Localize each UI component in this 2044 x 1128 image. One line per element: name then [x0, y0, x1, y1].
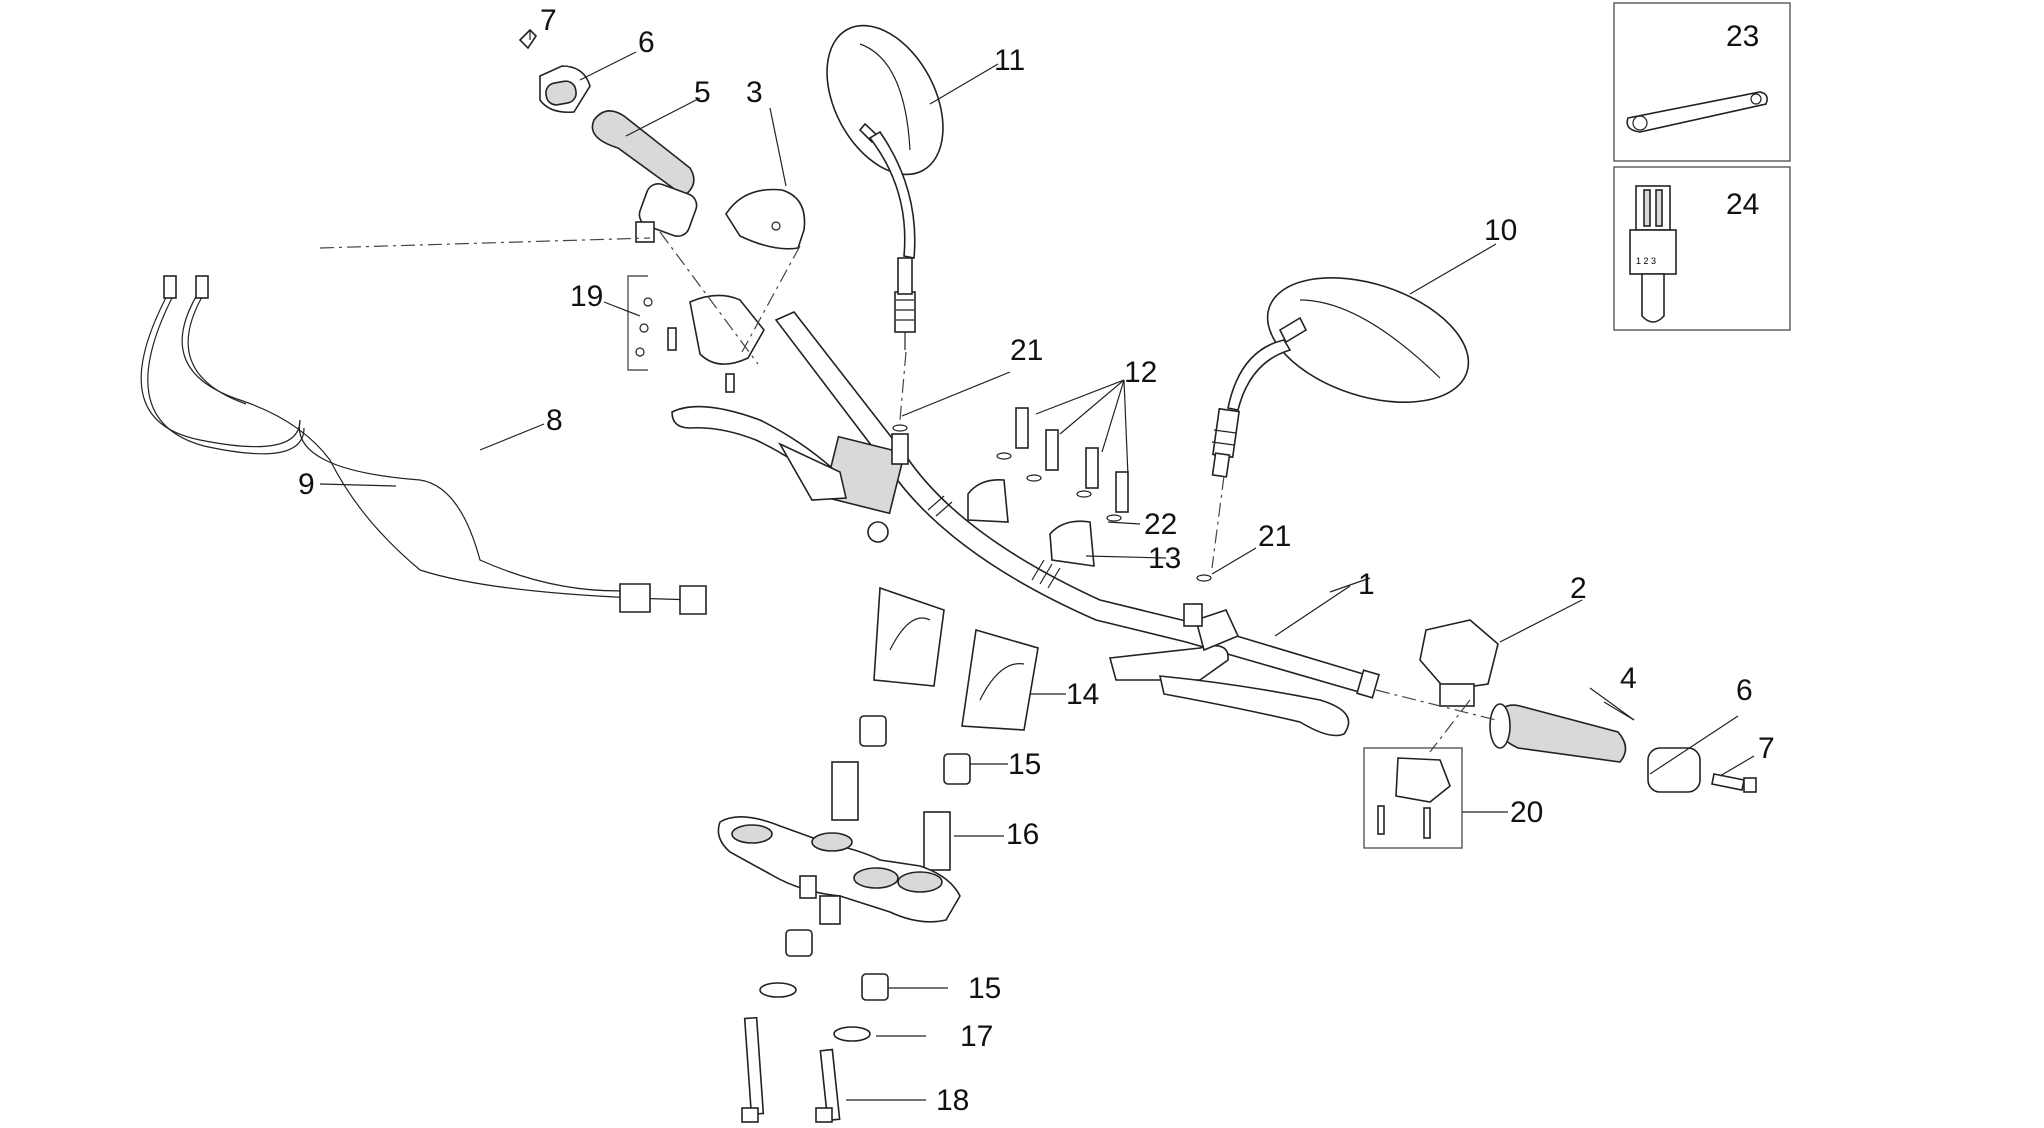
- label-14: 14: [1066, 678, 1099, 711]
- label-24: 24: [1726, 188, 1759, 221]
- label-2: 2: [1570, 572, 1587, 605]
- brake-master-cylinder: [671, 405, 909, 543]
- label-17: 17: [960, 1020, 993, 1053]
- throttle-cables: [140, 275, 707, 615]
- label-12: 12: [1124, 356, 1157, 389]
- throttle-grip: [518, 28, 806, 250]
- part-box-23: [1613, 2, 1791, 162]
- right-switch: [1419, 619, 1499, 707]
- label-1: 1: [1358, 568, 1375, 601]
- label-5: 5: [694, 76, 711, 109]
- label-16: 16: [1006, 818, 1039, 851]
- left-grip: [1489, 703, 1757, 793]
- label-10: 10: [1484, 214, 1517, 247]
- label-21-lower: 21: [1258, 520, 1291, 553]
- label-3: 3: [746, 76, 763, 109]
- handlebar-clamps: [892, 407, 1212, 582]
- clutch-lever: [1108, 603, 1350, 737]
- mirror-right: [1211, 276, 1470, 478]
- label-22: 22: [1144, 508, 1177, 541]
- label-6-top: 6: [638, 26, 655, 59]
- centre-lines: [319, 231, 1497, 753]
- label-7-top: 7: [540, 4, 557, 37]
- top-yoke: [717, 816, 961, 925]
- label-21-upper: 21: [1010, 334, 1043, 367]
- washers-bolts: [741, 982, 871, 1123]
- connector-pin-text: 1 2 3: [1636, 256, 1656, 266]
- label-13: 13: [1148, 542, 1181, 575]
- label-6-right: 6: [1736, 674, 1753, 707]
- label-8: 8: [546, 404, 563, 437]
- label-15-upper: 15: [1008, 748, 1041, 781]
- handlebar: [774, 311, 1380, 699]
- mirror-left: [826, 24, 944, 350]
- label-7-right: 7: [1758, 732, 1775, 765]
- label-15-lower: 15: [968, 972, 1001, 1005]
- risers: [873, 586, 1039, 731]
- label-20: 20: [1510, 796, 1543, 829]
- label-23: 23: [1726, 20, 1759, 53]
- switch-kit-19: [627, 275, 765, 393]
- label-4: 4: [1620, 662, 1637, 695]
- label-18: 18: [936, 1084, 969, 1117]
- label-9: 9: [298, 468, 315, 501]
- switch-kit-20: [1363, 747, 1463, 849]
- label-11: 11: [994, 44, 1025, 77]
- part-box-24: 1 2 3: [1613, 166, 1791, 331]
- label-19: 19: [570, 280, 603, 313]
- part-labels: 1 2 3 4 5 6 6 7 7 8 9 10 11 12 13 14 15 …: [298, 4, 1775, 1117]
- leader-lines: [319, 30, 1755, 1101]
- bushings-spacers: [785, 715, 971, 1001]
